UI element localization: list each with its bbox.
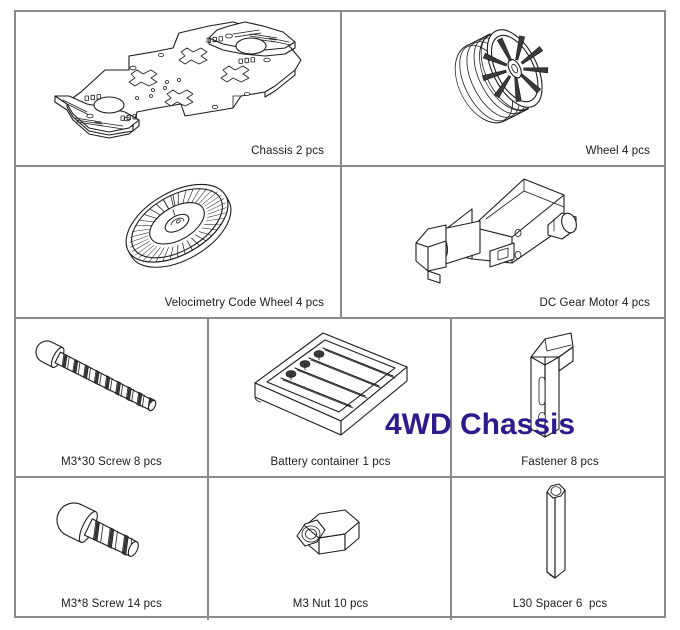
m3x30-screw-icon <box>35 339 156 411</box>
dc-gear-motor-illustration <box>342 167 666 291</box>
part-label-m3x30-screw: M3*30 Screw 8 pcs <box>61 456 162 468</box>
fastener-icon <box>530 331 574 438</box>
l30-spacer-icon <box>546 482 566 579</box>
part-label-m3-nut: M3 Nut 10 pcs <box>292 598 369 610</box>
m3-nut-icon <box>295 509 360 555</box>
m3x30-screw-illustration <box>16 319 207 450</box>
part-cell-battery-container[interactable]: Battery container 1 pcs <box>209 319 452 476</box>
m3x8-screw-illustration <box>16 478 207 592</box>
chassis-illustration <box>16 12 340 139</box>
grid-divider-row3 <box>16 476 664 478</box>
m3x8-screw-icon <box>55 502 139 557</box>
code-wheel-illustration <box>16 167 340 291</box>
part-cell-chassis[interactable]: Chassis 2 pcs <box>16 12 340 165</box>
chassis-icon <box>54 21 302 139</box>
part-cell-m3x8-screw[interactable]: M3*8 Screw 14 pcs <box>16 478 207 618</box>
dc-gear-motor-icon <box>415 177 577 284</box>
fastener-illustration <box>454 319 666 450</box>
grid-divider-col-upper <box>340 12 342 317</box>
part-cell-m3x30-screw[interactable]: M3*30 Screw 8 pcs <box>16 319 207 476</box>
battery-container-illustration <box>209 319 452 450</box>
m3-nut-illustration <box>209 478 452 592</box>
wheel-icon <box>454 28 549 123</box>
wheel-illustration <box>342 12 666 139</box>
grid-divider-col-lower-left <box>207 317 209 620</box>
part-label-chassis: Chassis 2 pcs <box>251 145 324 157</box>
part-label-l30-spacer: L30 Spacer 6 pcs <box>512 598 608 610</box>
code-wheel-icon <box>125 183 232 268</box>
part-cell-fastener[interactable]: Fastener 8 pcs <box>454 319 666 476</box>
part-label-m3x8-screw: M3*8 Screw 14 pcs <box>61 598 162 610</box>
part-cell-dc-gear-motor[interactable]: DC Gear Motor 4 pcs <box>342 167 666 317</box>
grid-divider-row2 <box>16 317 664 319</box>
part-label-dc-gear-motor: DC Gear Motor 4 pcs <box>539 297 650 309</box>
part-label-code-wheel: Velocimetry Code Wheel 4 pcs <box>164 297 324 309</box>
part-cell-m3-nut[interactable]: M3 Nut 10 pcs <box>209 478 452 618</box>
battery-container-icon <box>253 332 408 436</box>
part-label-fastener: Fastener 8 pcs <box>521 456 599 468</box>
parts-grid-frame <box>14 10 666 620</box>
part-cell-wheel[interactable]: Wheel 4 pcs <box>342 12 666 165</box>
l30-spacer-illustration <box>454 478 666 592</box>
part-label-wheel: Wheel 4 pcs <box>585 145 650 157</box>
part-label-battery-container: Battery container 1 pcs <box>270 456 391 468</box>
grid-divider-col-lower-right <box>450 317 452 620</box>
part-cell-code-wheel[interactable]: Velocimetry Code Wheel 4 pcs <box>16 167 340 317</box>
part-cell-l30-spacer[interactable]: L30 Spacer 6 pcs <box>454 478 666 618</box>
